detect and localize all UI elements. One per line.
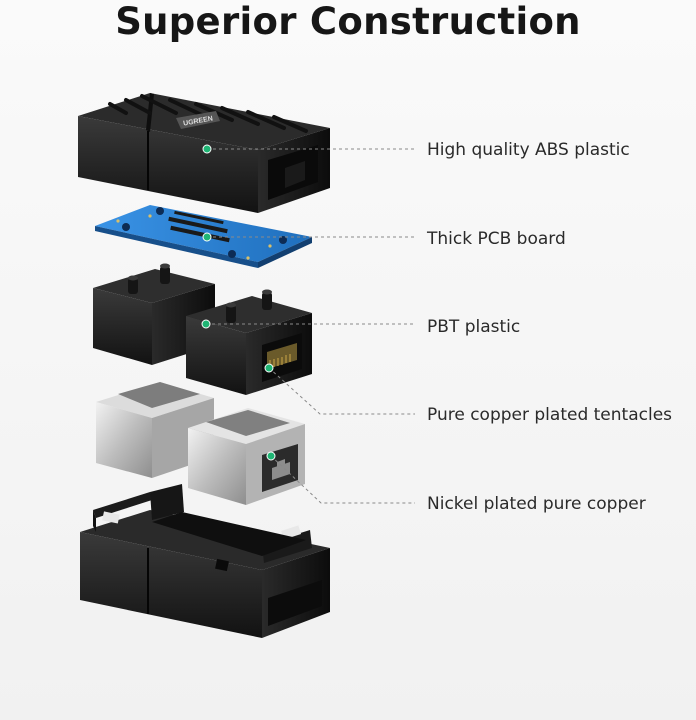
marker-tentacles	[264, 363, 274, 373]
pbt-housings	[93, 263, 312, 395]
callout-copper-tentacles: Pure copper plated tentacles	[427, 405, 673, 425]
metal-shields	[96, 382, 305, 505]
callout-pbt-plastic: PBT plastic	[427, 317, 521, 337]
marker-abs	[202, 144, 212, 154]
marker-pbt	[201, 319, 211, 329]
leader-lines	[206, 148, 415, 504]
pcb-board	[95, 205, 312, 268]
abs-bottom-shell	[80, 484, 330, 638]
callout-markers	[201, 144, 276, 461]
abs-top-shell: UGREEN	[78, 93, 330, 213]
marker-nickel	[266, 451, 276, 461]
callout-pcb-board: Thick PCB board	[427, 229, 566, 249]
callout-nickel-copper: Nickel plated pure copper	[427, 494, 646, 514]
callout-abs-plastic: High quality ABS plastic	[427, 140, 630, 160]
page-title: Superior Construction	[115, 0, 581, 43]
marker-pcb	[202, 232, 212, 242]
